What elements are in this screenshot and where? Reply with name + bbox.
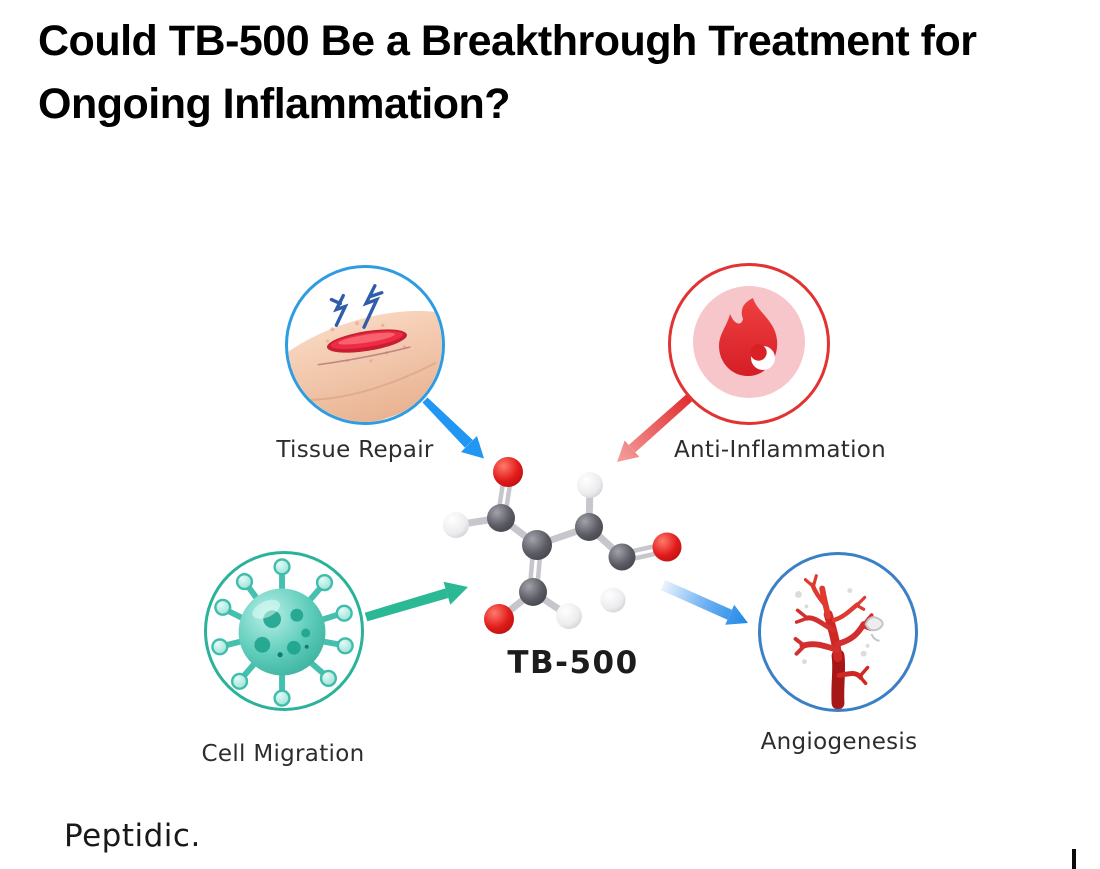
node-angiogenesis-circle (758, 552, 918, 712)
carbon-atom (522, 530, 552, 560)
blood-vessel-icon (793, 574, 884, 709)
node-cell-migration-circle (204, 551, 364, 711)
oxygen-atom (484, 604, 514, 634)
oxygen-atom (652, 532, 682, 562)
debris-blob (795, 588, 884, 665)
carbon-atom (519, 578, 547, 606)
hydrogen-atom (577, 472, 603, 498)
node-label-tissue-repair: Tissue Repair (276, 437, 434, 463)
arrow-cell-migration-to-molecule (364, 581, 468, 622)
page-title-line2: Ongoing Inflammation? (38, 80, 511, 128)
text-cursor (1072, 849, 1076, 869)
carbon-atom (608, 543, 636, 571)
flame-icon (693, 286, 805, 398)
wound-skin-icon (288, 284, 442, 422)
brand-logo: Peptidic. (64, 818, 201, 854)
molecule-label: TB-500 (507, 645, 639, 681)
node-label-angiogenesis: Angiogenesis (760, 729, 918, 755)
arrow-molecule-to-angiogenesis (660, 580, 748, 625)
hydrogen-atom (600, 587, 626, 613)
ball-and-stick-molecule-icon (443, 457, 682, 634)
page-title-line1: Could TB-500 Be a Breakthrough Treatment… (38, 17, 977, 65)
node-label-cell-migration: Cell Migration (201, 741, 365, 767)
hydrogen-atom (556, 603, 582, 629)
carbon-atom (487, 504, 515, 532)
node-label-anti-inflammation: Anti-Inflammation (673, 437, 887, 463)
hydrogen-atom (443, 512, 469, 538)
cell-icon (211, 558, 354, 707)
carbon-atom (575, 513, 603, 541)
node-tissue-repair-circle (285, 265, 445, 425)
page-title: Could TB-500 Be a Breakthrough Treatment… (38, 10, 1088, 136)
node-anti-inflammation-circle (668, 263, 830, 425)
oxygen-atom (493, 457, 523, 487)
